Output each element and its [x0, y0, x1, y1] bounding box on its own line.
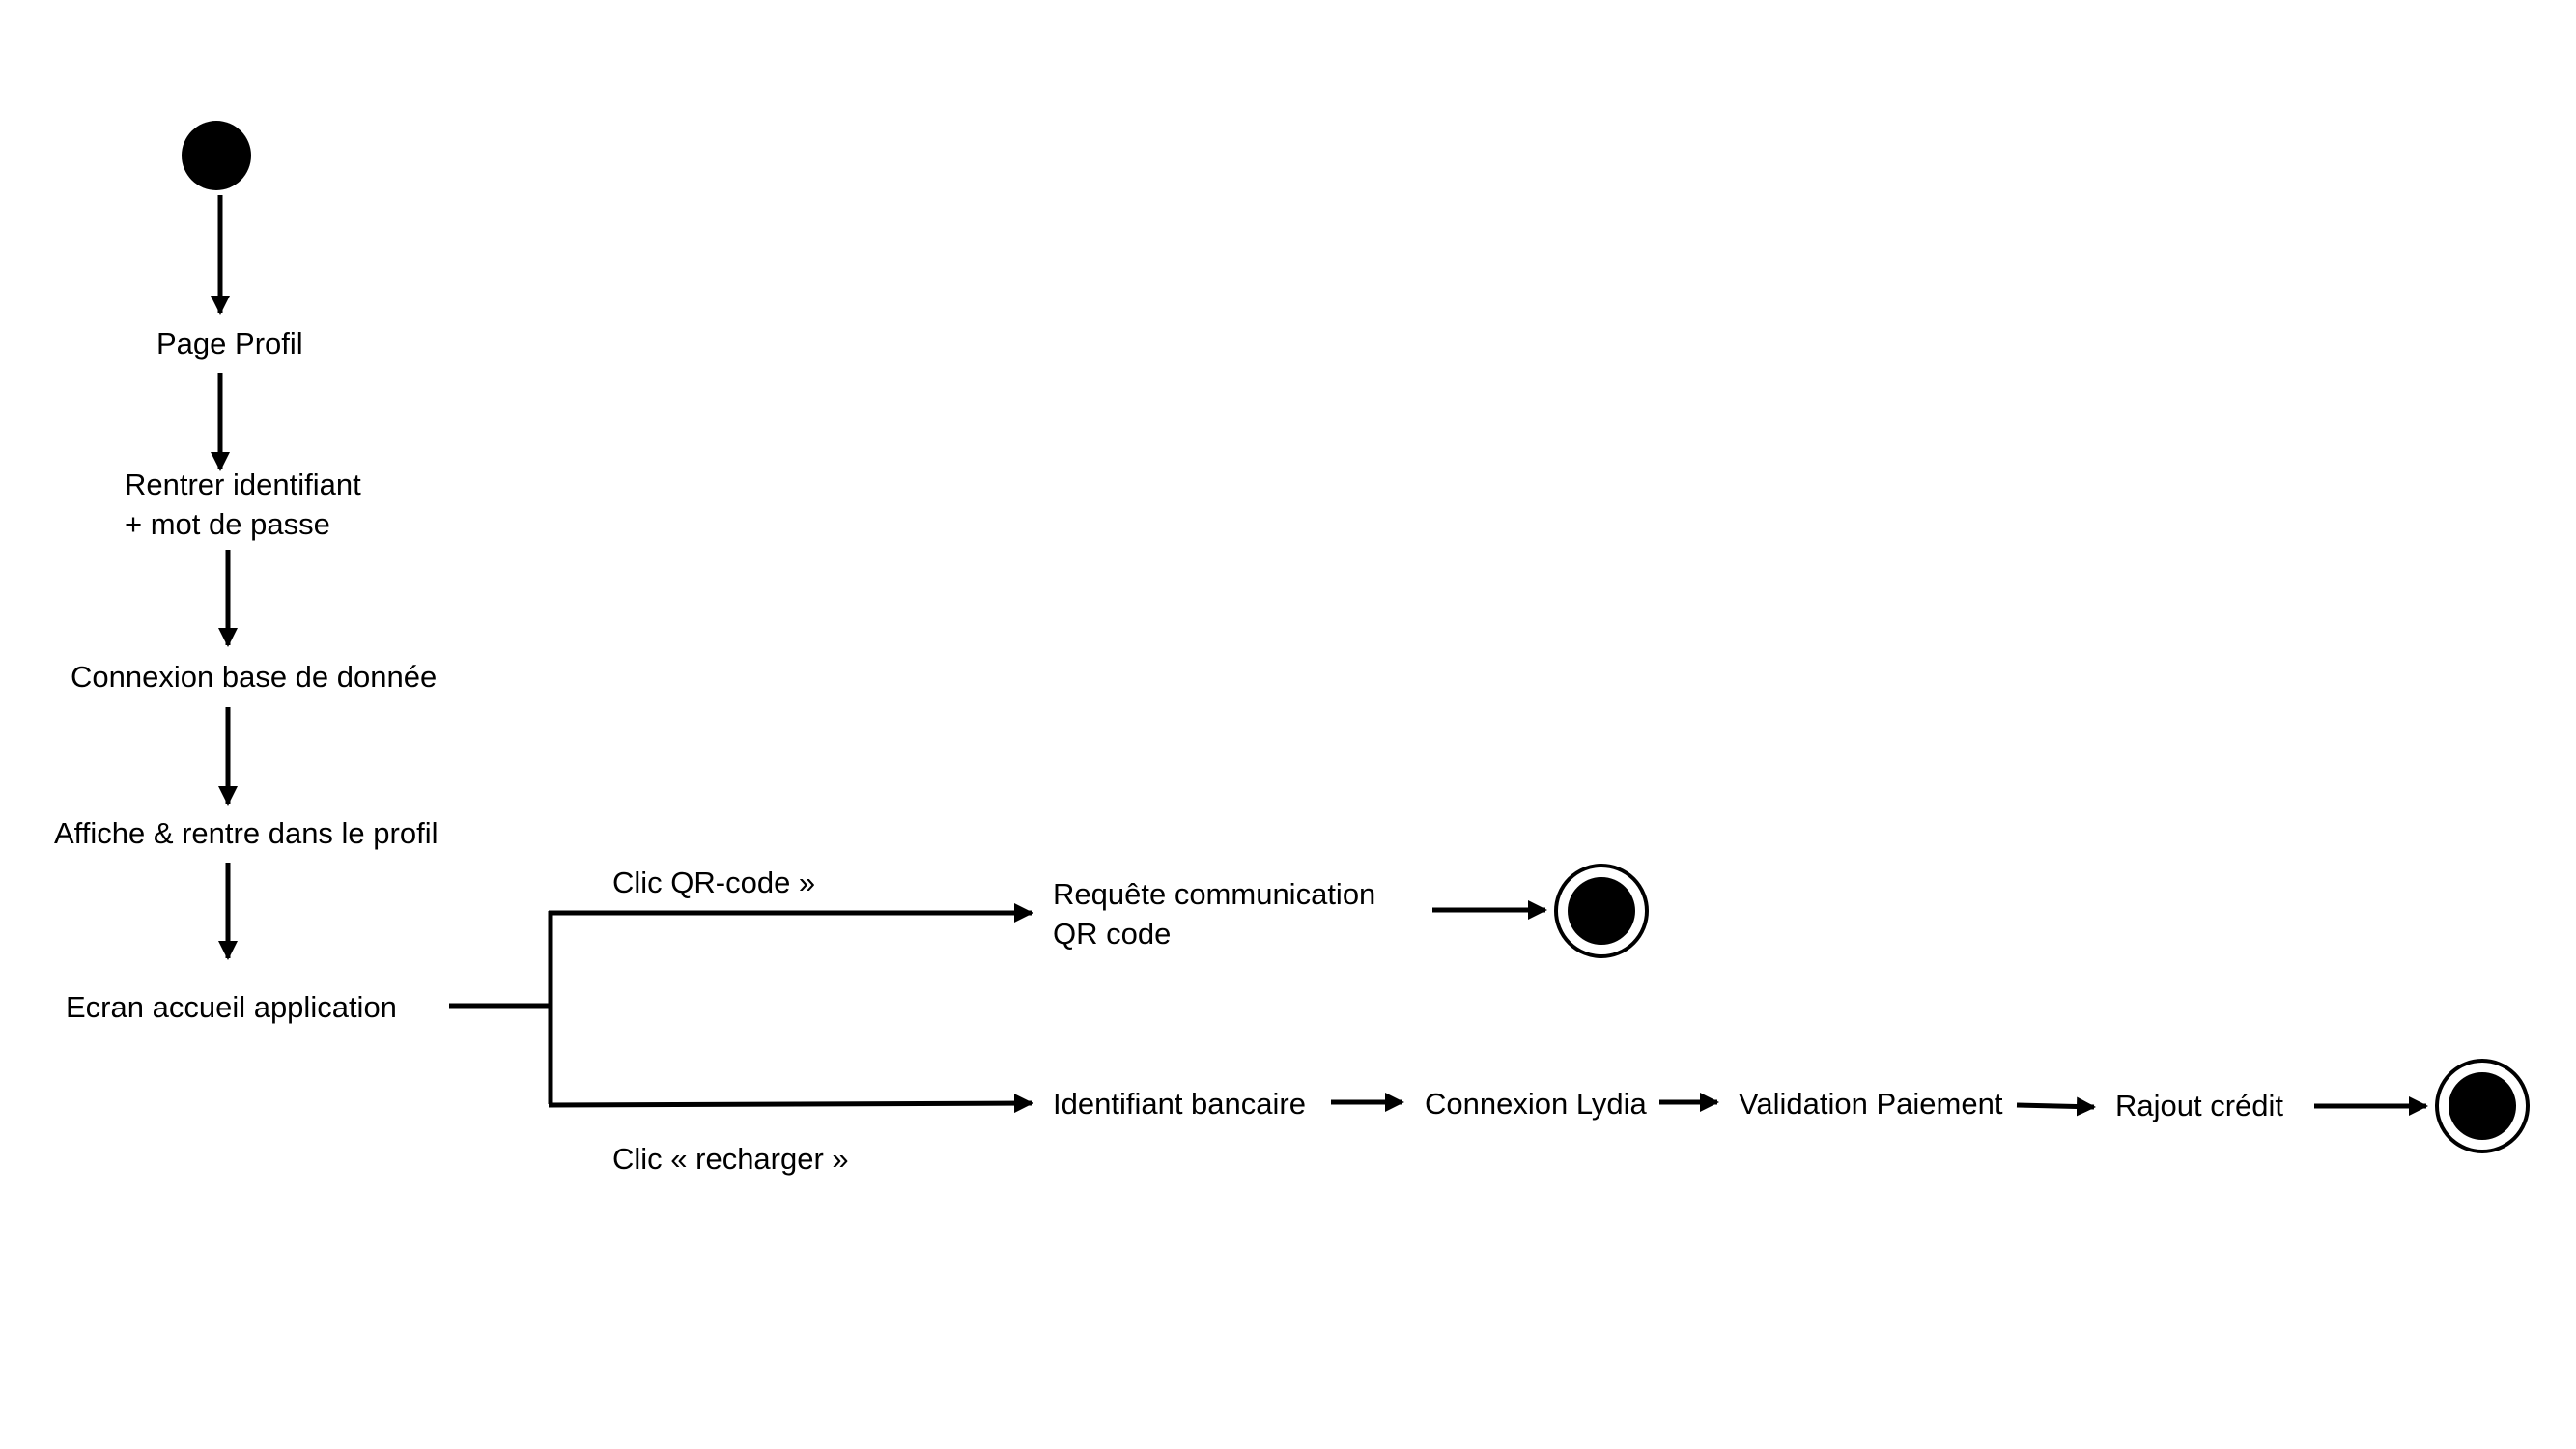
step-requete-line1: Requête communication	[1053, 877, 1375, 911]
guard-clic-qr-code: Clic QR-code »	[612, 866, 815, 899]
step-rajout-credit: Rajout crédit	[2115, 1089, 2283, 1122]
step-validation-paiement: Validation Paiement	[1739, 1087, 2003, 1121]
flow-arrow-validation-to-credit	[2016, 1096, 2096, 1117]
step-identifiant-bancaire: Identifiant bancaire	[1053, 1087, 1306, 1121]
step-rentrer-identifiant-line2: + mot de passe	[125, 507, 330, 541]
step-rentrer-identifiant-line1: Rentrer identifiant	[125, 468, 361, 501]
step-connexion-lydia: Connexion Lydia	[1425, 1087, 1648, 1121]
final-node-recharge-branch	[2435, 1059, 2530, 1153]
step-connexion-bdd: Connexion base de donnée	[71, 660, 437, 694]
step-affiche-profil: Affiche & rentre dans le profil	[54, 816, 438, 850]
step-requete-line2: QR code	[1053, 917, 1171, 951]
guard-clic-recharger: Clic « recharger »	[612, 1142, 849, 1176]
step-ecran-accueil: Ecran accueil application	[66, 990, 397, 1024]
flow-arrow-branch-to-identifiant-bancaire	[548, 1094, 1033, 1114]
final-node-qr-branch	[1554, 864, 1649, 958]
initial-node	[182, 121, 251, 190]
step-page-profil: Page Profil	[156, 327, 303, 360]
